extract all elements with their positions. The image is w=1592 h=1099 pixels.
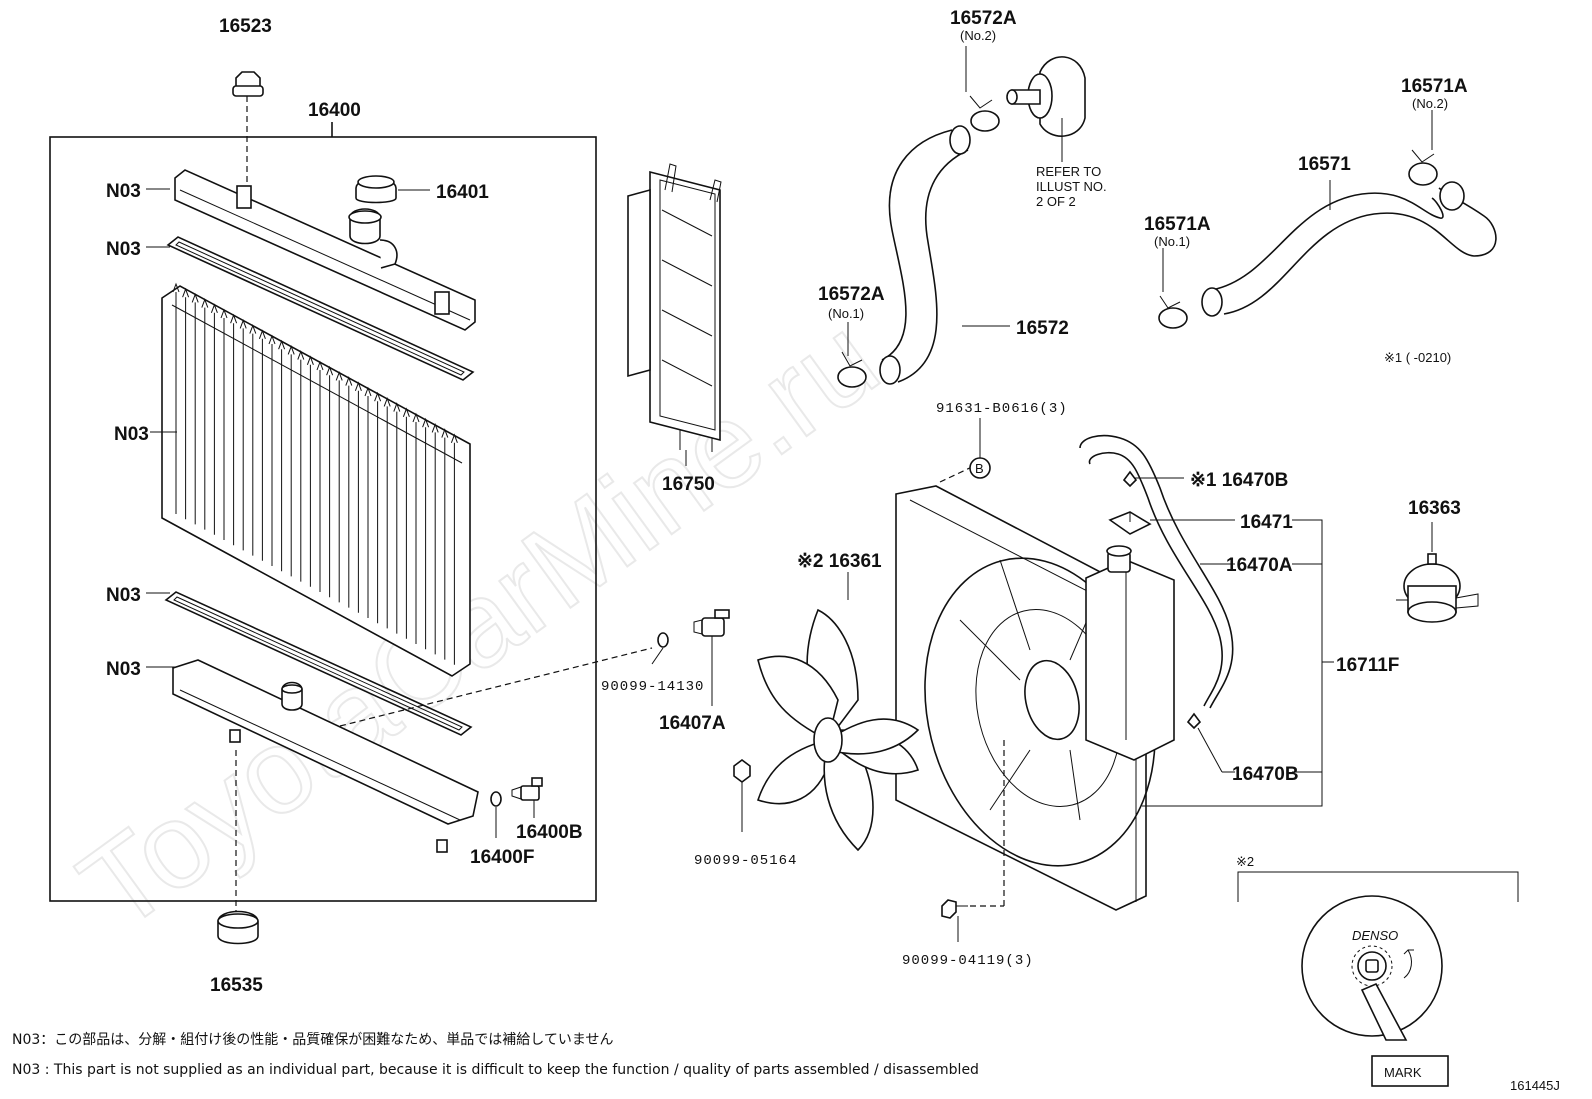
part-label-n03-lower-tank: N03 <box>106 659 141 680</box>
part-label-16471: 16471 <box>1240 512 1293 533</box>
upper-tank-icon <box>174 169 476 331</box>
part-label-16400f: 16400F <box>470 847 534 868</box>
fan-nut-05164-icon <box>733 759 751 783</box>
radiator-core-icon <box>161 282 471 677</box>
radiator-top-cap-icon <box>232 71 264 97</box>
part-label-n03-core: N03 <box>114 424 149 445</box>
part-label-16363: 16363 <box>1408 498 1461 519</box>
radiator-assembly-frame <box>49 136 597 902</box>
part-label-16535: 16535 <box>210 975 263 996</box>
bolt-04119-icon <box>941 899 968 919</box>
mark-box <box>1371 1055 1449 1087</box>
part-label-91631: 91631-B0616(3) <box>936 401 1068 417</box>
note1-text: ※1 ( -0210) <box>1384 350 1451 365</box>
part-label-16400: 16400 <box>308 100 361 121</box>
part-sublabel-16571a-no1: (No.1) <box>1154 234 1190 249</box>
part-label-90099-14130: 90099-14130 <box>601 679 704 695</box>
hose-clip-16470b-bottom-icon <box>1186 712 1202 730</box>
footnote-japanese: N03：この部品は、分解・組付け後の性能・品質確保が困難なため、単品では補給して… <box>12 1032 613 1048</box>
part-label-16572: 16572 <box>1016 318 1069 339</box>
thermostat-housing-icon <box>1006 56 1086 137</box>
part-label-90099-04119: 90099-04119(3) <box>902 953 1034 969</box>
note2-label: ※2 <box>1236 854 1254 869</box>
radiator-assembly-group <box>49 71 597 902</box>
part-label-16750: 16750 <box>662 474 715 495</box>
hose-clamp-16571a-no2-icon <box>1408 149 1438 186</box>
part-label-16470a: 16470A <box>1226 555 1293 576</box>
lower-cushion-icon <box>217 910 259 945</box>
illustration-number: 161445J <box>1510 1078 1560 1093</box>
air-guide-16750-icon <box>627 163 722 452</box>
hose-clamp-16571a-no1-icon <box>1158 295 1188 329</box>
denso-mark-detail <box>1237 871 1519 1087</box>
part-label-n03-lower-gasket: N03 <box>106 585 141 606</box>
o-ring-14130-icon <box>657 632 669 648</box>
drain-cock-16400b-icon <box>511 777 543 801</box>
motor-face-circle-icon <box>1301 895 1443 1037</box>
part-label-16400b: 16400B <box>516 822 583 843</box>
fan-shroud-icon <box>895 485 1156 911</box>
part-label-16470b-top: ※1 16470B <box>1190 470 1288 491</box>
rotation-arrow-icon <box>1403 949 1414 979</box>
part-sublabel-16571a-no2: (No.2) <box>1412 96 1448 111</box>
part-label-n03-upper-tank: N03 <box>106 181 141 202</box>
upper-gasket-icon <box>166 236 475 381</box>
radiator-hose-16572-icon <box>879 125 971 385</box>
part-label-16407a: 16407A <box>659 713 726 734</box>
part-label-16571a-no1: 16571A <box>1144 214 1211 235</box>
lower-gasket-icon <box>164 591 473 736</box>
denso-logo-text: DENSO <box>1352 928 1398 943</box>
reservoir-tank-icon <box>1085 545 1175 761</box>
hose-clamp-16572a-no1-icon <box>837 351 867 388</box>
hose-clamp-16572a-no2-icon <box>969 95 1000 132</box>
part-sublabel-no1: (No.1) <box>828 306 864 321</box>
footnote-english: N03 : This part is not supplied as an in… <box>12 1062 979 1078</box>
reservoir-cap-16471-icon <box>1108 511 1152 535</box>
part-label-90099-05164: 90099-05164 <box>694 853 797 869</box>
part-label-n03-upper-gasket: N03 <box>106 239 141 260</box>
cooling-fan-16361-icon <box>756 608 920 852</box>
hose-clip-16470b-top-icon <box>1122 470 1138 488</box>
part-label-16523: 16523 <box>219 16 272 37</box>
lower-tank-icon <box>172 659 479 853</box>
part-label-16572a-no1: 16572A <box>818 284 885 305</box>
part-label-16571a-no2: 16571A <box>1401 76 1468 97</box>
refer-line-1: REFER TO <box>1036 164 1101 179</box>
part-label-16571: 16571 <box>1298 154 1351 175</box>
fan-motor-16363-icon <box>1396 553 1479 623</box>
o-ring-16400f-icon <box>490 791 502 807</box>
part-label-16401: 16401 <box>436 182 489 203</box>
refer-line-3: 2 OF 2 <box>1036 194 1076 209</box>
refer-line-2: ILLUST NO. <box>1036 179 1107 194</box>
part-label-16572a-no2: 16572A <box>950 8 1017 29</box>
part-sublabel-no2: (No.2) <box>960 28 996 43</box>
part-label-16361: ※2 16361 <box>797 551 882 572</box>
part-label-16470b-bottom: 16470B <box>1232 764 1299 785</box>
radiator-hose-16571-icon <box>1201 181 1497 317</box>
temp-switch-16407a-icon <box>693 609 730 637</box>
reservoir-hose-16470a-icon <box>1079 434 1234 709</box>
mark-label: MARK <box>1384 1065 1422 1080</box>
part-label-16711f: 16711F <box>1336 655 1399 676</box>
radiator-cap-icon <box>355 175 397 204</box>
bolt-b-letter: B <box>975 461 984 476</box>
